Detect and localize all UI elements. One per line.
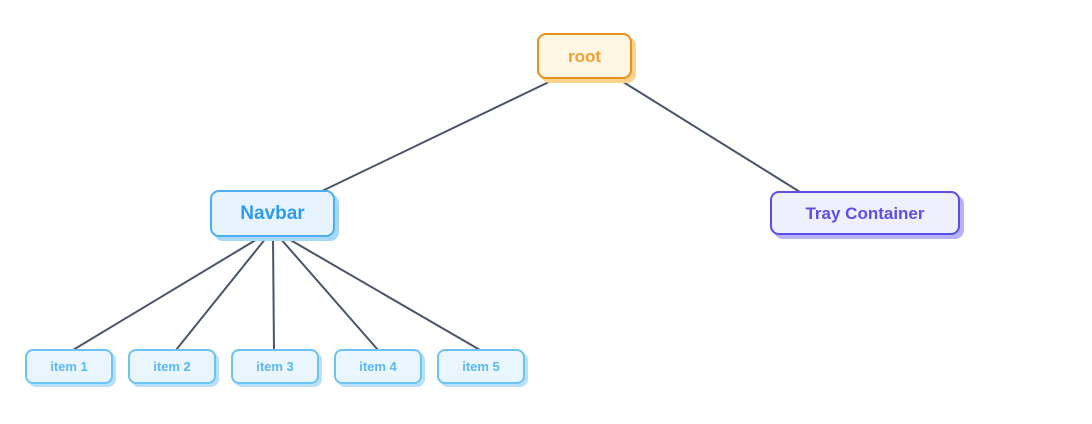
node-item5[interactable]: item 5 [437, 349, 525, 384]
edge-navbar-to-item2 [175, 237, 267, 351]
node-navbar[interactable]: Navbar [210, 190, 335, 237]
edge-navbar-to-item1 [72, 237, 260, 351]
node-item1-label: item 1 [50, 359, 88, 374]
node-item2[interactable]: item 2 [128, 349, 216, 384]
node-root-label: root [567, 46, 602, 66]
node-item1[interactable]: item 1 [25, 349, 113, 384]
node-tray-label: Tray Container [805, 203, 925, 223]
node-item4[interactable]: item 4 [334, 349, 422, 384]
edge-root-to-navbar [319, 79, 554, 193]
node-item3[interactable]: item 3 [231, 349, 319, 384]
node-item3-label: item 3 [256, 359, 294, 374]
node-item5-label: item 5 [462, 359, 500, 374]
node-navbar-label: Navbar [240, 203, 305, 224]
node-item2-label: item 2 [153, 359, 191, 374]
edge-navbar-to-item4 [279, 237, 379, 351]
edge-root-to-tray [619, 79, 801, 193]
edge-navbar-to-item3 [272, 237, 275, 351]
edge-navbar-to-item5 [286, 237, 481, 351]
node-item4-label: item 4 [359, 359, 397, 374]
node-tray[interactable]: Tray Container [770, 191, 960, 235]
node-root[interactable]: root [537, 33, 632, 79]
